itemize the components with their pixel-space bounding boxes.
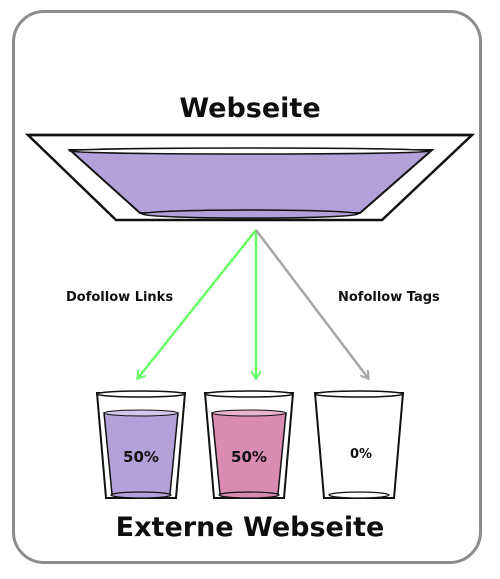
cup-3: 0%: [313, 390, 405, 499]
cup-2-surface: [211, 409, 287, 417]
bowl-liquid-surface: [68, 147, 432, 155]
website-title: Webseite: [179, 93, 321, 124]
cup-2-percent: 50%: [231, 448, 267, 466]
cup-1: 50%: [95, 390, 187, 499]
website-bowl: [24, 133, 476, 222]
external-website-title: Externe Webseite: [115, 512, 385, 543]
cup-1-surface: [103, 409, 179, 417]
nofollow-label: Nofollow Tags: [338, 290, 440, 305]
cup-2: 50%: [203, 390, 295, 499]
nofollow-arrow: [255, 229, 368, 378]
cup-3-percent: 0%: [350, 447, 372, 462]
cup-1-percent: 50%: [123, 448, 159, 466]
dofollow-label: Dofollow Links: [66, 290, 174, 305]
bowl-bottom: [141, 209, 359, 219]
dofollow-arrow-left: [138, 229, 257, 378]
